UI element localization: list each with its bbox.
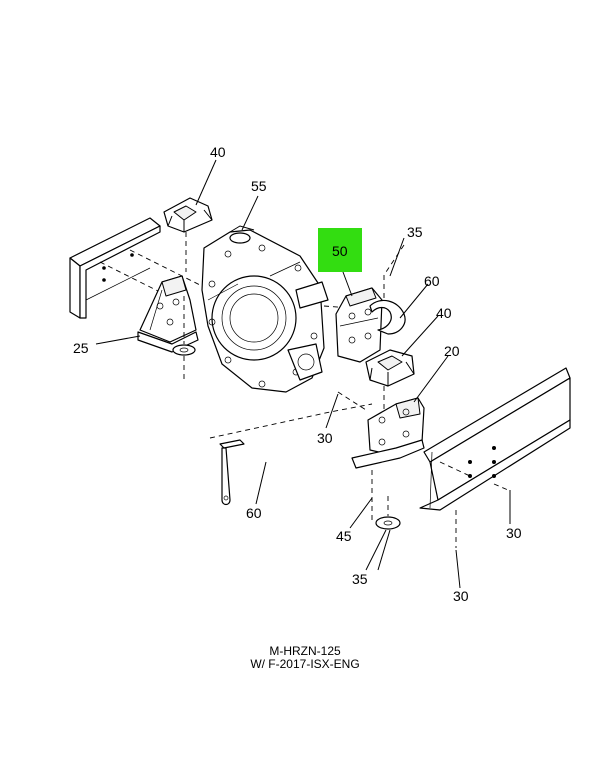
right-engine-bracket xyxy=(335,287,383,363)
caption-line-1: M-HRZN-125 xyxy=(269,644,341,658)
assembly-lines xyxy=(337,244,509,548)
callout-35-upper: 35 xyxy=(407,224,423,240)
callout-50-highlight xyxy=(318,228,362,272)
callout-20: 20 xyxy=(444,343,460,359)
left-frame-rail xyxy=(69,217,201,319)
callout-55: 55 xyxy=(251,178,267,194)
callout-30-mid: 30 xyxy=(317,430,333,446)
right-frame-rail xyxy=(419,367,571,511)
callout-30-bottom: 30 xyxy=(453,588,469,604)
callout-25: 25 xyxy=(73,340,89,356)
callout-60-lower: 60 xyxy=(246,505,262,521)
left-engine-bracket xyxy=(137,275,199,353)
lower-isolator-washer xyxy=(371,470,401,530)
lower-clip xyxy=(209,403,373,506)
flywheel-housing xyxy=(201,225,351,393)
left-isolator-washer xyxy=(172,296,196,380)
callout-30-right: 30 xyxy=(506,525,522,541)
upper-isolator-top xyxy=(163,197,213,272)
upper-strap xyxy=(369,299,406,335)
callout-60-upper: 60 xyxy=(424,273,440,289)
callout-labels: 40 55 35 50 60 40 25 20 30 60 45 30 35 3… xyxy=(73,144,522,604)
callout-45: 45 xyxy=(336,528,352,544)
callout-40-top: 40 xyxy=(210,144,226,160)
right-isolator xyxy=(365,349,415,387)
callout-50: 50 xyxy=(332,243,348,259)
diagram-caption: M-HRZN-125 W/ F-2017-ISX-ENG xyxy=(250,644,359,671)
callout-40-right: 40 xyxy=(436,305,452,321)
caption-line-2: W/ F-2017-ISX-ENG xyxy=(250,657,359,671)
right-frame-bracket xyxy=(351,386,425,469)
callout-35-lower: 35 xyxy=(352,571,368,587)
